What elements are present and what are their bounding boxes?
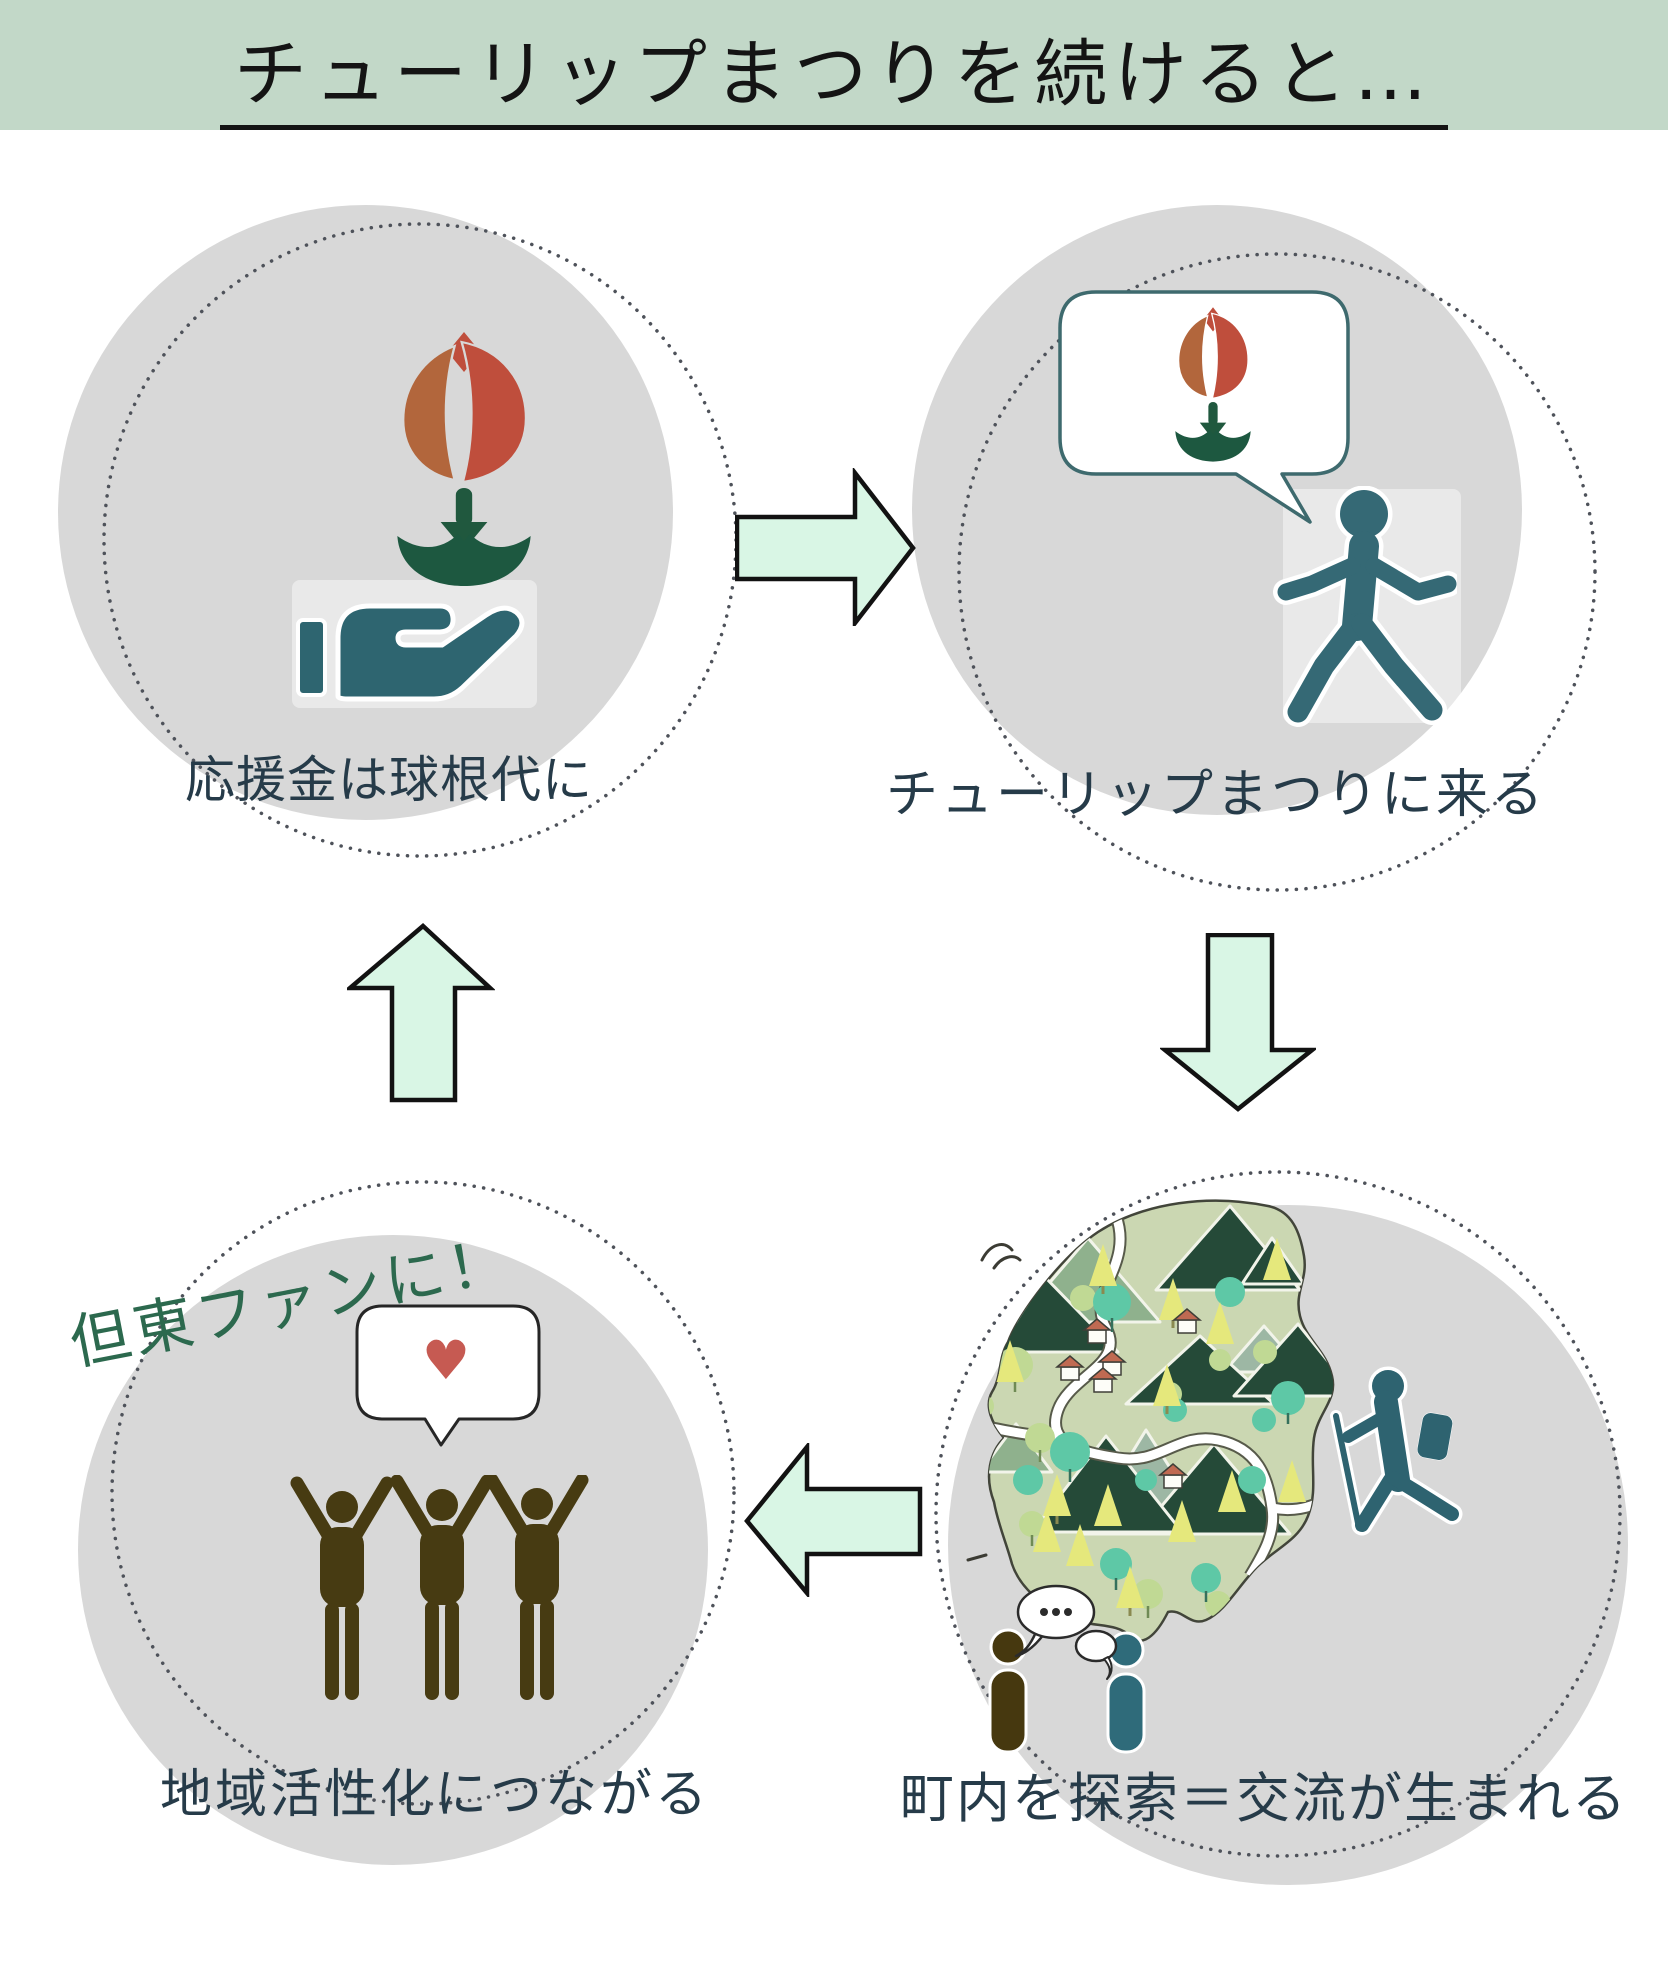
dotted-ring-revitalize xyxy=(110,1180,736,1806)
tulip-icon xyxy=(1175,307,1251,462)
tulip-icon xyxy=(397,332,531,586)
step-circle-support xyxy=(58,205,673,820)
step-label-visit: チューリップまつりに来る xyxy=(886,765,1547,825)
heart-icon: ♥ xyxy=(421,1328,471,1392)
talk-bubble-icon xyxy=(1014,1584,1118,1680)
cycle-arrow-up-icon xyxy=(347,922,495,1103)
town-map-illustration xyxy=(966,1199,1335,1642)
page-title: チューリップまつりを続けると… xyxy=(220,34,1448,130)
walking-person-icon xyxy=(1273,486,1457,727)
dotted-ring-visit xyxy=(957,252,1597,892)
cycle-arrow-left-icon xyxy=(744,1443,923,1597)
speech-bubble-icon xyxy=(1058,290,1350,524)
step-label-support: 応援金は球根代に xyxy=(185,751,593,809)
hiker-icon xyxy=(1330,1366,1463,1536)
bird-squiggle-icon xyxy=(966,1243,1022,1562)
cycle-arrow-down-icon xyxy=(1160,933,1316,1112)
cycle-arrow-right-icon xyxy=(735,468,916,626)
cheering-people-icon xyxy=(290,1475,589,1700)
title-banner: チューリップまつりを続けると… xyxy=(0,0,1668,130)
step-label-explore: 町内を探索＝交流が生まれる xyxy=(900,1767,1628,1830)
offering-hand-icon xyxy=(296,603,525,702)
dotted-ring-explore xyxy=(934,1170,1622,1858)
chatting-people-icon xyxy=(988,1628,1146,1754)
heart-bubble-icon xyxy=(355,1304,541,1447)
step-label-revitalize: 地域活性化につながる xyxy=(160,1765,711,1825)
